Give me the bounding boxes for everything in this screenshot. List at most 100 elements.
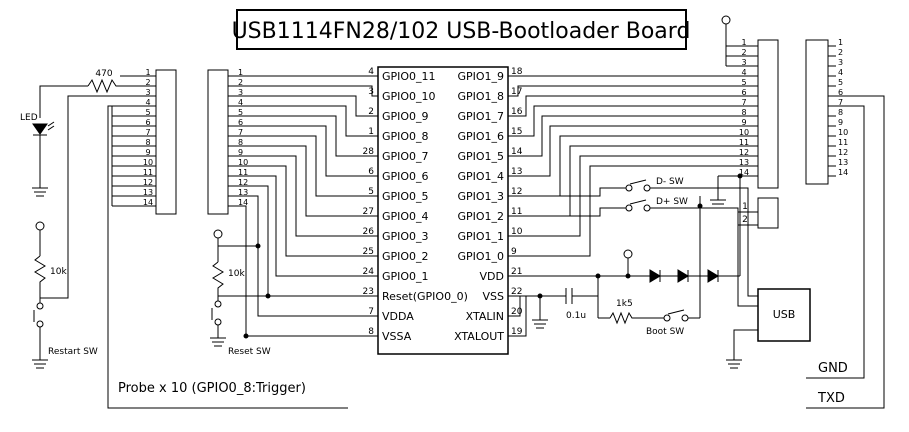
connector-pin-number: 6 — [741, 88, 746, 97]
connector-pin-number: 4 — [238, 98, 243, 107]
connector-pin-number: 7 — [238, 128, 243, 137]
usb-ground — [726, 329, 758, 369]
mcu-pin-label: VSS — [483, 290, 505, 303]
board-title: USB1114FN28/102 USB-Bootloader Board — [232, 19, 691, 44]
mcu-pin-label: GPIO1_9 — [457, 70, 504, 83]
connector-pin-number: 9 — [838, 118, 843, 127]
wires-right-bus — [508, 75, 758, 257]
connector-pin-number: 2 — [741, 48, 746, 57]
gnd-label: GND — [818, 361, 848, 376]
connector-pin-number: 2 — [145, 78, 150, 87]
restart-10k-label: 10k — [50, 267, 67, 277]
connector-pin-number: 3 — [741, 58, 746, 67]
mcu-pin-label: GPIO0_11 — [382, 70, 436, 83]
reset-10k-label: 10k — [228, 269, 245, 279]
connector-pin-number: 8 — [838, 108, 843, 117]
resistor-1k5-label: 1k5 — [616, 299, 633, 309]
connector-pin-number: 1 — [838, 38, 843, 47]
connector-pin-number: 3 — [838, 58, 843, 67]
connector-pin-number: 7 — [145, 128, 150, 137]
mcu-pin-number: 1 — [368, 127, 374, 137]
connector-pin-number: 5 — [741, 78, 746, 87]
connector-pin-number: 11 — [838, 138, 848, 147]
mcu-pin-label: GPIO0_1 — [382, 270, 429, 283]
reset-sw-label: Reset SW — [228, 347, 271, 357]
title-box: USB1114FN28/102 USB-Bootloader Board — [232, 9, 691, 50]
connector-pin-number: 4 — [145, 98, 150, 107]
mcu-pin-number: 24 — [363, 267, 375, 277]
led-label: LED — [20, 113, 38, 123]
connector-pin-number: 7 — [741, 98, 746, 107]
mcu-pin-label: GPIO0_6 — [382, 170, 429, 183]
mcu-pin-number: 23 — [363, 287, 374, 297]
connector-pin-number: 7 — [838, 98, 843, 107]
mcu-pin-number: 13 — [511, 167, 522, 177]
reset-circuit: 10k Reset SW — [210, 229, 271, 357]
restart-circuit: 10k Restart SW — [32, 95, 156, 369]
mcu-pin-number: 10 — [511, 227, 523, 237]
connector-pin-number: 1 — [741, 38, 746, 47]
mcu-pin-number: 20 — [511, 307, 523, 317]
probe-note: Probe x 10 (GPIO0_8:Trigger) — [118, 381, 306, 396]
mcu-pin-number: 16 — [511, 107, 523, 117]
connector-pin-number: 6 — [238, 118, 243, 127]
mcu-pin-number: 7 — [368, 307, 374, 317]
mcu-pin-label: GPIO0_5 — [382, 190, 429, 203]
mcu-pin-number: 21 — [511, 267, 522, 277]
connector-pin-number: 13 — [739, 158, 749, 167]
pin-number: 1 — [742, 202, 748, 212]
connector-pin-number: 12 — [739, 148, 749, 157]
connector-pin-number: 13 — [143, 188, 153, 197]
connector-pin-number: 4 — [838, 68, 843, 77]
mcu-pin-number: 5 — [368, 187, 374, 197]
restart-sw-label: Restart SW — [48, 347, 98, 357]
mcu-pin-label: GPIO1_2 — [457, 210, 504, 223]
pin-number: 2 — [742, 215, 748, 225]
connector-pin-number: 10 — [739, 128, 749, 137]
connector-pin-number: 10 — [238, 158, 248, 167]
mcu-pin-number: 28 — [363, 147, 375, 157]
resistor-470-label: 470 — [95, 69, 112, 79]
power-circuit: 0.1u 1k5 Boot SW — [508, 173, 758, 337]
connector-pin-number: 9 — [145, 148, 150, 157]
mcu-pin-label: GPIO0_7 — [382, 150, 429, 163]
probe-bus: Probe x 10 (GPIO0_8:Trigger) — [107, 105, 348, 409]
mcu-pin-label: VSSA — [382, 330, 412, 343]
connector-pin-number: 2 — [238, 78, 243, 87]
mcu-pin-number: 9 — [511, 247, 517, 257]
mcu-pin-label: GPIO1_4 — [457, 170, 504, 183]
connector-pin-number: 9 — [741, 118, 746, 127]
connector-pin-number: 13 — [838, 158, 848, 167]
cap-label: 0.1u — [566, 311, 586, 321]
mcu-pin-label: GPIO1_8 — [457, 90, 504, 103]
vcc-conn3 — [721, 15, 758, 67]
mcu-right-pins: 18GPIO1_917GPIO1_816GPIO1_715GPIO1_614GP… — [454, 67, 523, 343]
mcu-pin-label: GPIO1_5 — [457, 150, 504, 163]
mcu-pin-number: 14 — [511, 147, 523, 157]
boot-sw-label: Boot SW — [646, 327, 684, 337]
mcu-pin-label: GPIO0_4 — [382, 210, 429, 223]
connector-pin-number: 6 — [838, 88, 843, 97]
connector-pin-number: 11 — [238, 168, 248, 177]
mcu-pin-label: GPIO0_9 — [382, 110, 429, 123]
connector-pin-number: 11 — [143, 168, 153, 177]
mcu-pin-number: 4 — [368, 67, 374, 77]
mcu-pin-number: 2 — [368, 107, 374, 117]
connector-pin-number: 2 — [838, 48, 843, 57]
connector-pin-number: 14 — [739, 168, 749, 177]
connector-pin-number: 14 — [838, 168, 848, 177]
usb-label: USB — [773, 308, 796, 321]
mcu-pin-label: GPIO1_1 — [457, 230, 504, 243]
mcu-pin-label: GPIO0_10 — [382, 90, 436, 103]
connector-pin-number: 3 — [238, 88, 243, 97]
mcu-pin-number: 15 — [511, 127, 522, 137]
mcu-pin-number: 26 — [363, 227, 375, 237]
usb-module: USB — [757, 288, 811, 342]
dminus-sw-label: D- SW — [656, 177, 684, 187]
mcu-pin-label: Reset(GPIO0_0) — [382, 290, 468, 303]
connector-pin-number: 12 — [238, 178, 248, 187]
connector-pin-number: 13 — [238, 188, 248, 197]
